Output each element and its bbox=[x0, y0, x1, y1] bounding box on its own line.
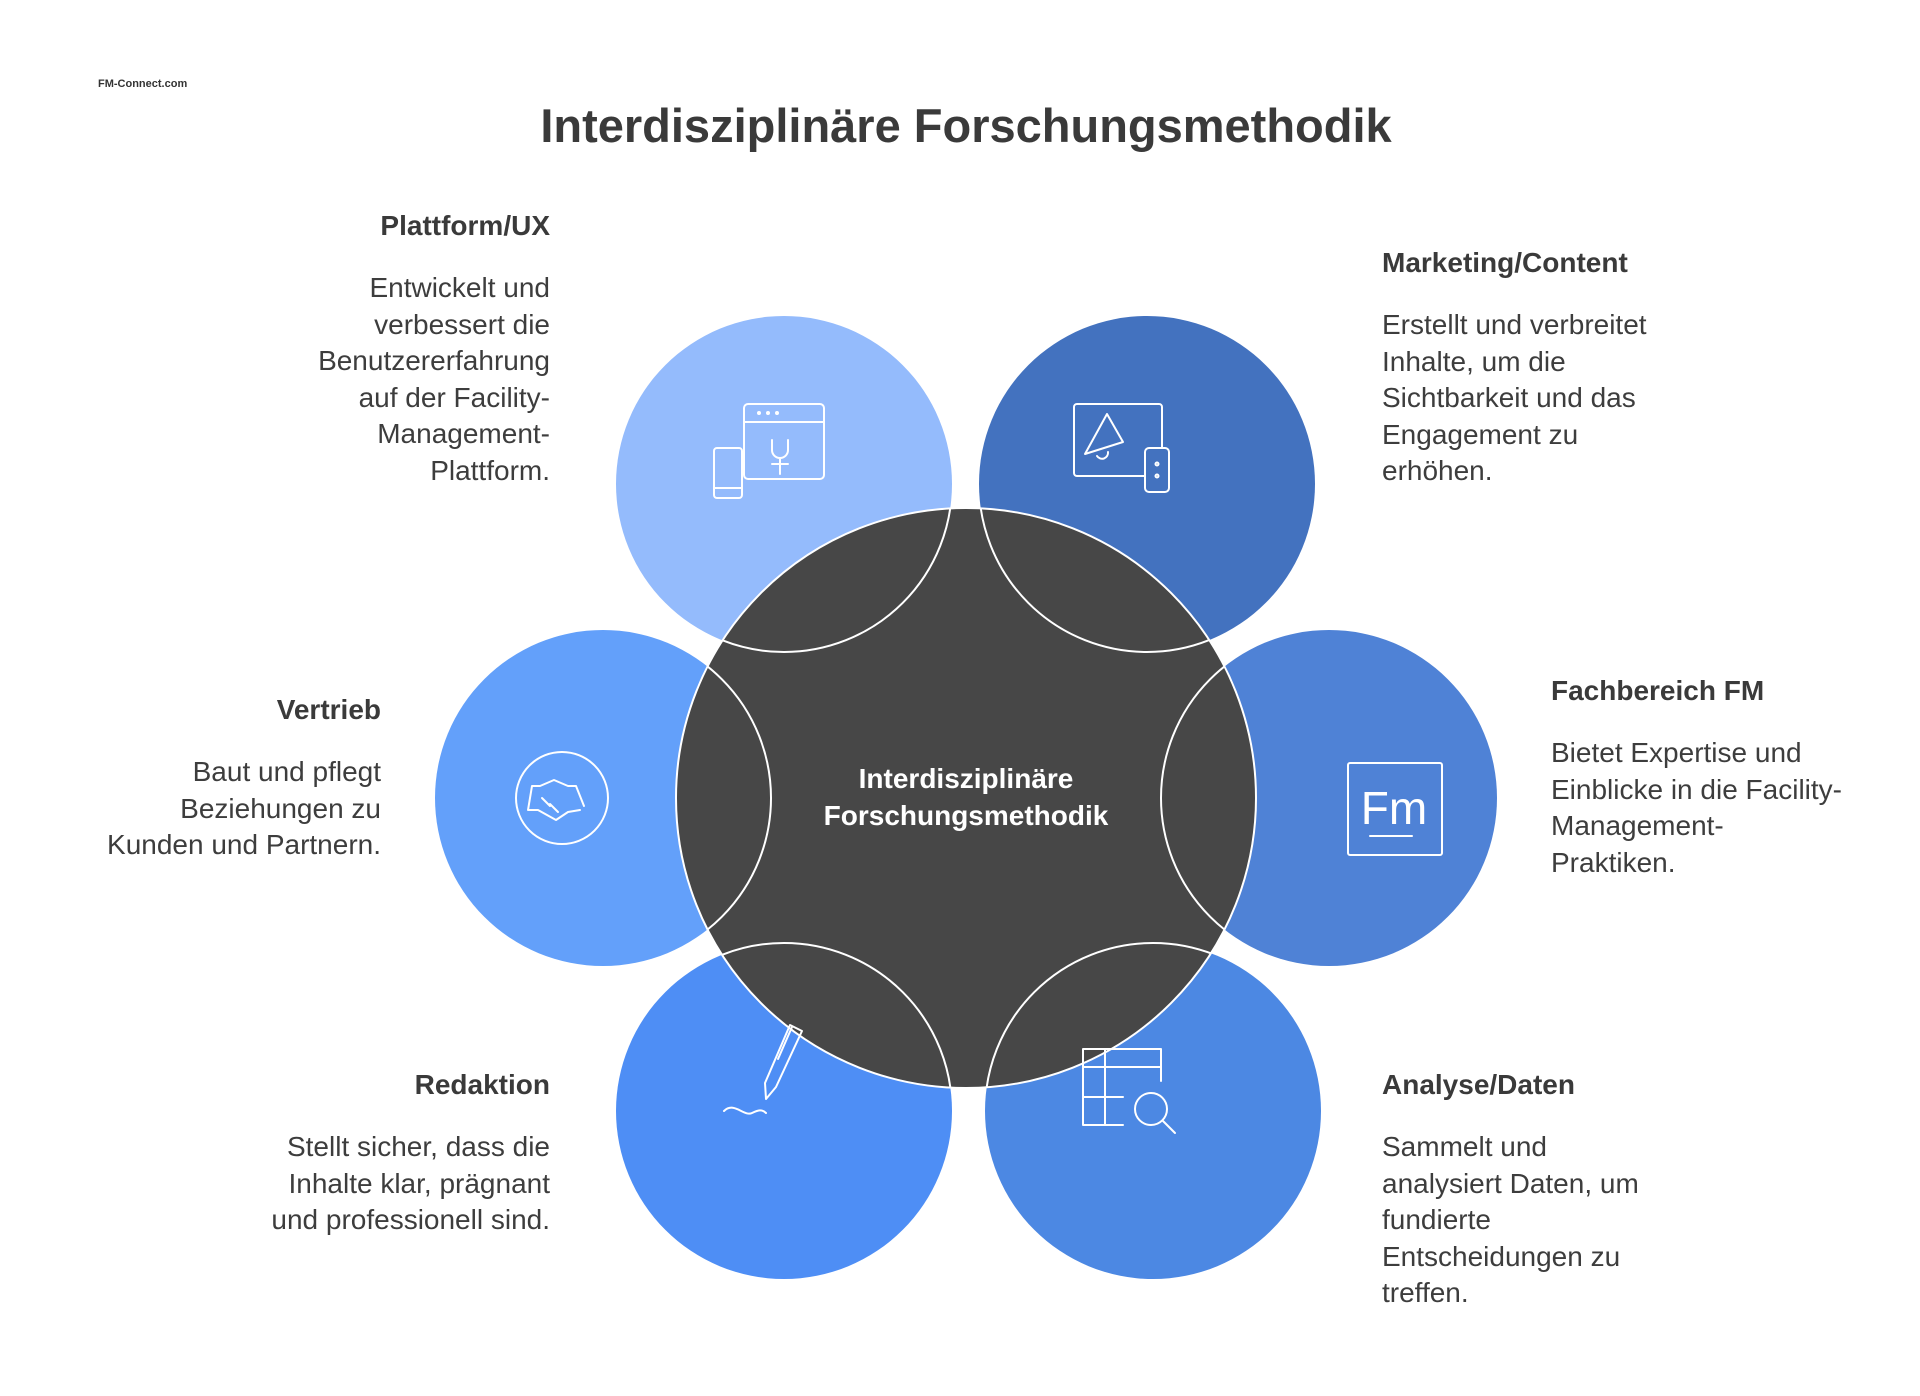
node-description-line: erhöhen. bbox=[1382, 455, 1493, 486]
node-description-line: Engagement zu bbox=[1382, 418, 1579, 450]
circle-vertrieb bbox=[435, 630, 771, 966]
web-mobile-icon bbox=[713, 403, 825, 499]
pen-icon bbox=[723, 1024, 803, 1115]
node-description-line: Plattform. bbox=[430, 454, 550, 486]
fm-letters-icon: Fm bbox=[1347, 762, 1443, 856]
node-heading: Marketing/Content bbox=[1382, 247, 1628, 278]
node-description-line: Beziehungen zu bbox=[180, 792, 381, 824]
logo-text: FM-Connect.com bbox=[98, 78, 188, 90]
overlap-arc-vertrieb bbox=[676, 629, 772, 967]
node-description-line: Sammelt und bbox=[1382, 1131, 1547, 1162]
megaphone-screen-icon bbox=[1073, 403, 1170, 493]
node-heading: Vertrieb bbox=[276, 694, 381, 725]
node-heading: Fachbereich FM bbox=[1551, 675, 1765, 706]
handshake-icon bbox=[515, 751, 609, 845]
node-description-line: Management- bbox=[377, 418, 550, 449]
node-description-line: Erstellt und verbreitet bbox=[1382, 309, 1647, 340]
node-description-line: Inhalte klar, prägnant bbox=[288, 1167, 550, 1199]
node-description-line: Einblicke in die Facility- bbox=[1551, 773, 1842, 805]
node-description-line: fundierte bbox=[1382, 1204, 1491, 1235]
node-heading: Plattform/UX bbox=[380, 210, 550, 241]
node-description-line: Stellt sicher, dass die bbox=[286, 1131, 550, 1162]
node-description-line: Sichtbarkeit und das bbox=[1382, 382, 1636, 413]
logo: FM-Connect.com bbox=[98, 78, 187, 90]
node-description-line: Kunden und Partnern. bbox=[107, 829, 381, 860]
node-description-line: auf der Facility- bbox=[358, 381, 550, 413]
overlap-arc-marketing bbox=[978, 508, 1256, 653]
overlap-arc-analyse bbox=[984, 942, 1256, 1088]
node-description-line: Bietet Expertise und bbox=[1551, 737, 1802, 768]
center-circle bbox=[675, 507, 1257, 1089]
node-description-line: Entscheidungen zu bbox=[1382, 1240, 1621, 1272]
node-description-line: Inhalte, um die bbox=[1382, 345, 1566, 377]
svg-text:Fm: Fm bbox=[1361, 782, 1427, 834]
node-description-line: Entwickelt und bbox=[369, 272, 550, 303]
center-label: Interdisziplinäre Forschungsmethodik bbox=[766, 760, 1166, 834]
node-description-line: verbessert die bbox=[374, 308, 550, 340]
node-description-line: Management- bbox=[1551, 810, 1724, 841]
overlap-arc-fachbereich bbox=[1160, 629, 1256, 967]
node-heading: Redaktion bbox=[414, 1069, 550, 1100]
center-line: Interdisziplinäre bbox=[858, 763, 1074, 794]
node-description-line: Praktiken. bbox=[1551, 846, 1676, 878]
node-description-line: analysiert Daten, um bbox=[1382, 1167, 1639, 1199]
table-search-icon bbox=[1082, 1048, 1176, 1134]
overlap-arc-plattform bbox=[676, 508, 953, 653]
node-description-line: und professionell sind. bbox=[271, 1204, 550, 1235]
center-line: Forschungsmethodik bbox=[823, 800, 1109, 831]
node-description-line: Baut und pflegt bbox=[192, 756, 381, 787]
circle-fachbereich bbox=[1161, 630, 1497, 966]
node-heading: Analyse/Daten bbox=[1382, 1069, 1575, 1100]
page-title: Interdisziplinäre Forschungsmethodik bbox=[540, 99, 1392, 152]
text-block-plattform: Plattform/UX Entwickelt und verbessert die… bbox=[110, 210, 550, 489]
node-description-line: Benutzererfahrung bbox=[318, 345, 550, 376]
node-description-line: treffen. bbox=[1382, 1277, 1469, 1308]
overlap-arc-redaktion bbox=[676, 942, 953, 1088]
